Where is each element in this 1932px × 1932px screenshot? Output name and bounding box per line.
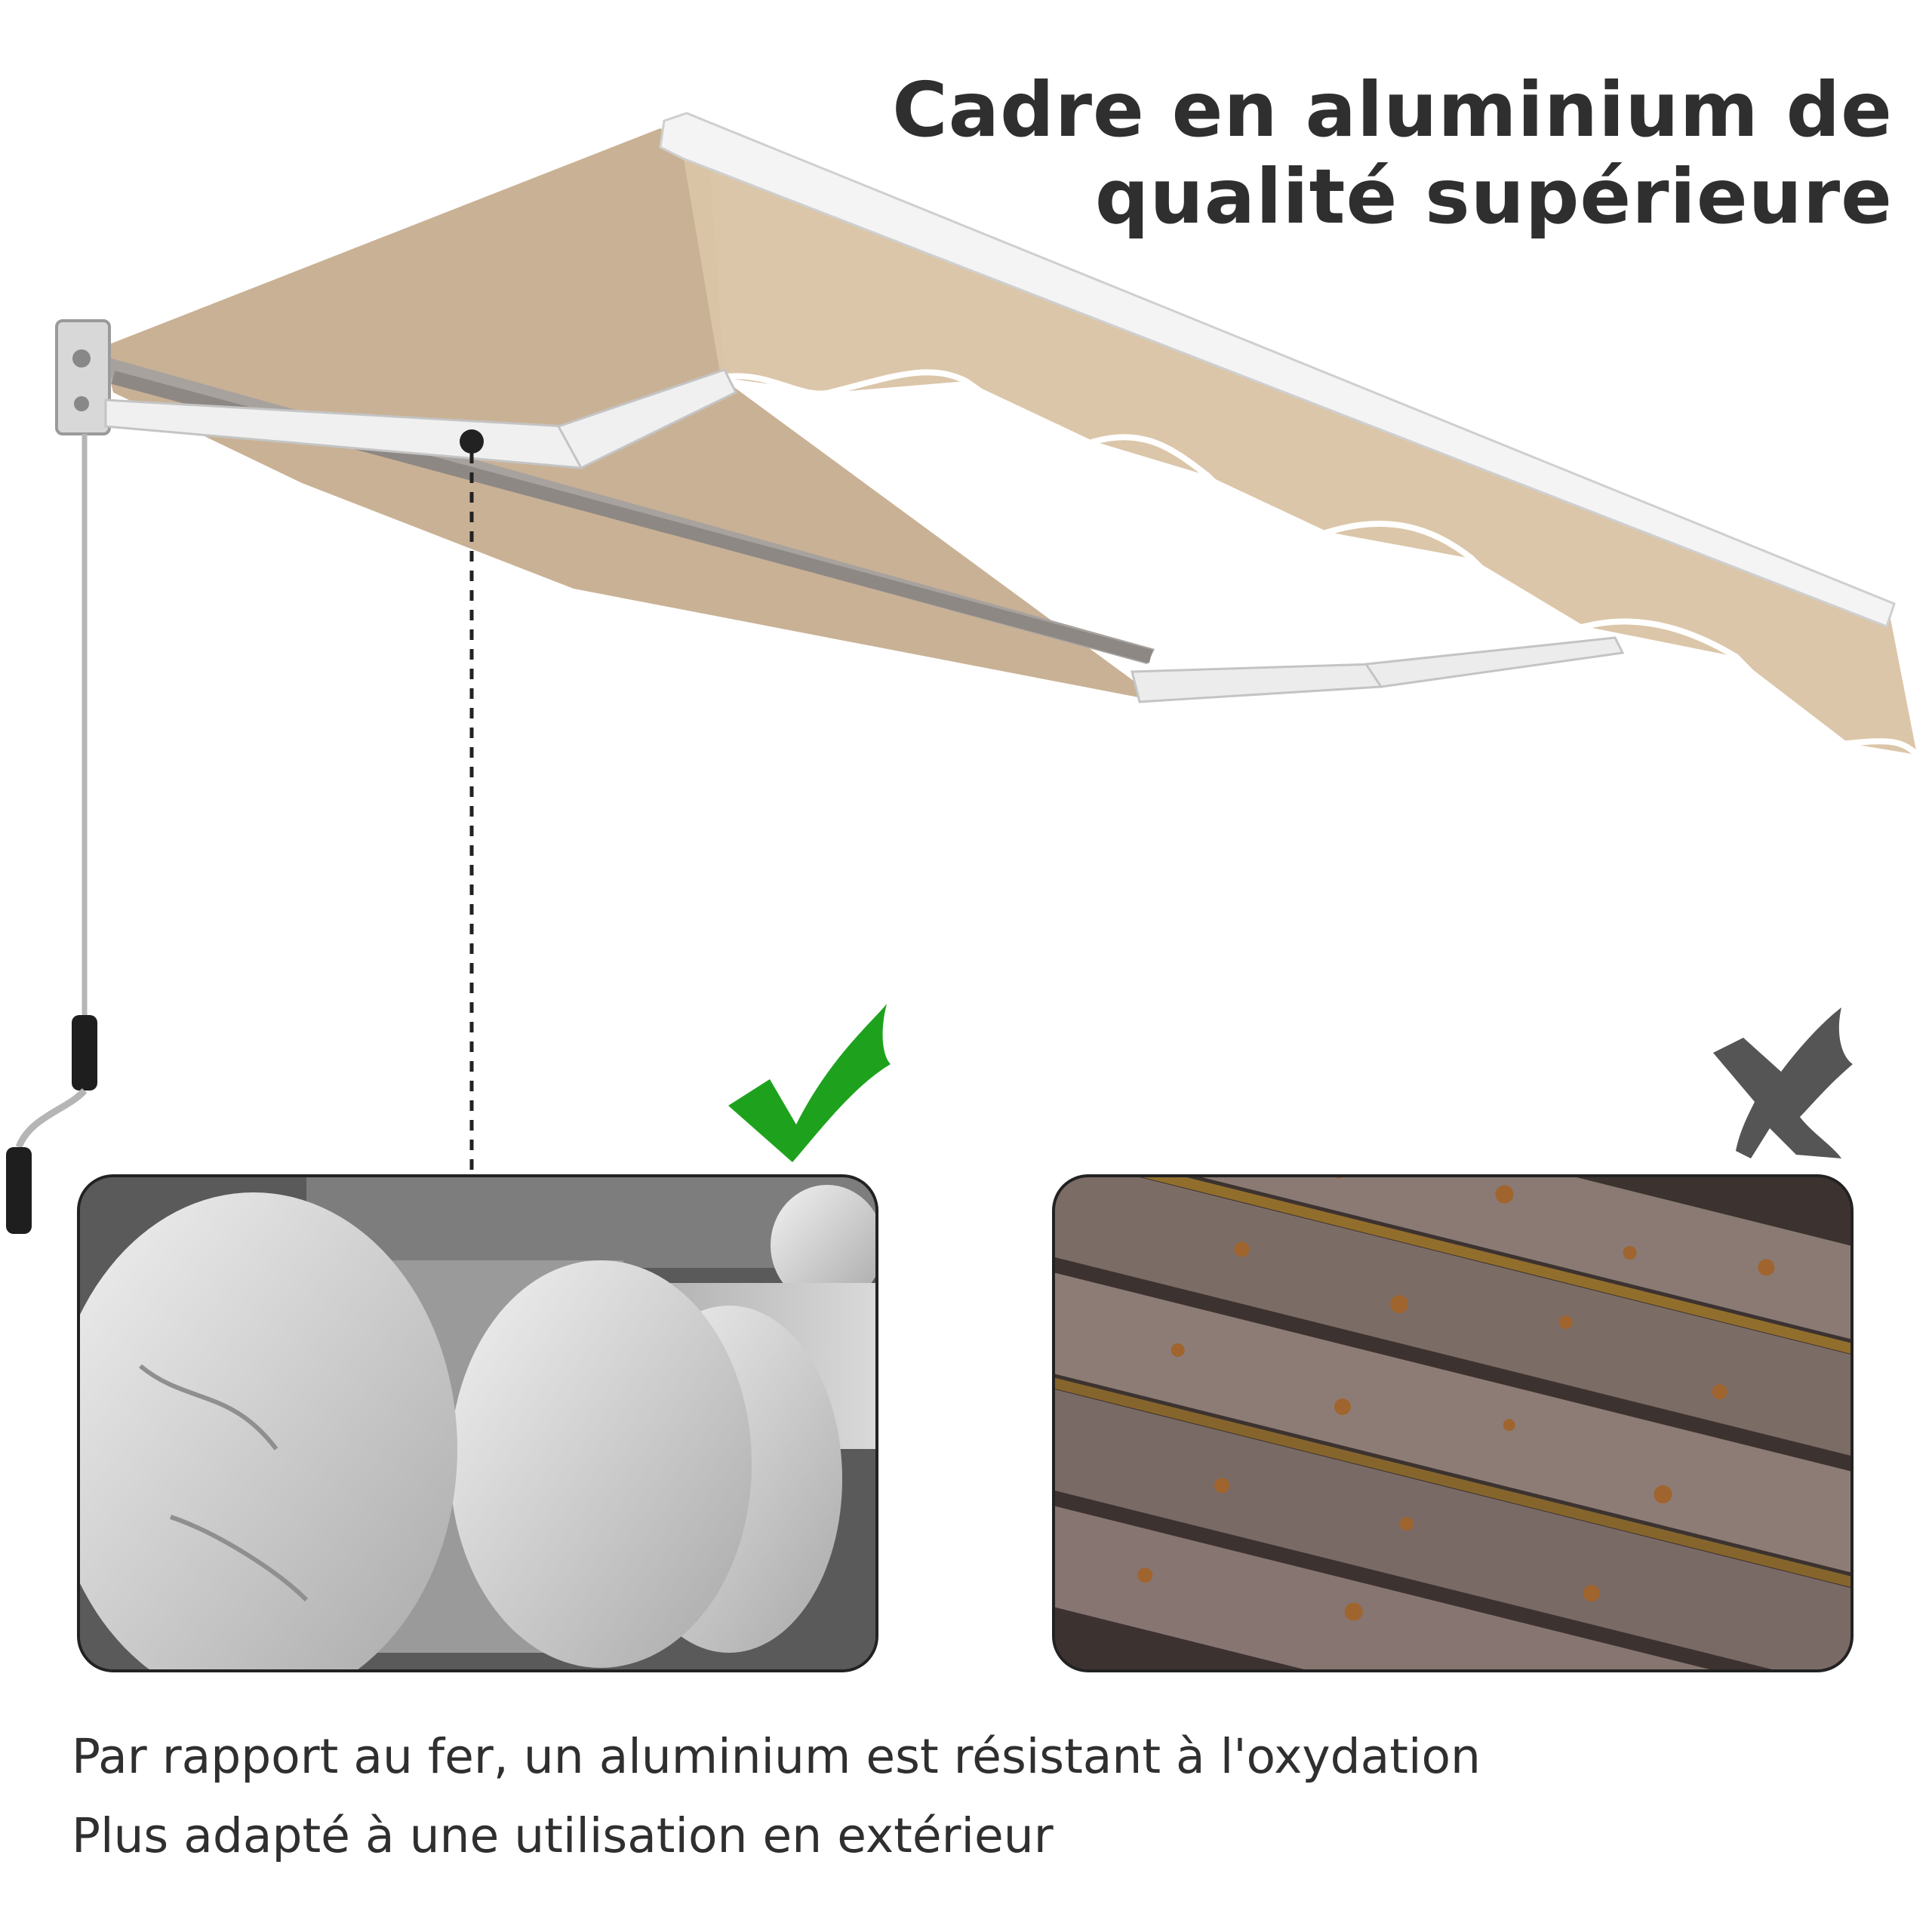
- aluminium-rods-photo: [77, 1174, 878, 1672]
- crank-handle: [6, 1147, 32, 1234]
- valance-wavy-edge: [720, 369, 1919, 757]
- folding-arm-right-upper: [1364, 636, 1625, 688]
- retractable-awning-illustration: [6, 112, 1919, 1234]
- crank-bend: [15, 1088, 88, 1149]
- heading-line-1: Cadre en aluminium de: [892, 66, 1893, 154]
- folding-arm-left-upper: [556, 368, 738, 469]
- wall-bracket: [55, 319, 111, 435]
- bracket-bolt: [72, 349, 91, 368]
- caption-line-1: Par rapport au fer, un aluminium est rés…: [72, 1729, 1481, 1784]
- rusty-iron-rods-illustration: [1055, 1177, 1850, 1669]
- comparison-caption: Par rapport au fer, un aluminium est rés…: [72, 1717, 1807, 1875]
- rusty-iron-rods-photo: [1052, 1174, 1854, 1672]
- caption-line-2: Plus adapté à une utilisation en extérie…: [72, 1808, 1054, 1863]
- folding-arm-right: [1131, 663, 1383, 703]
- bracket-bolt: [74, 396, 89, 411]
- feature-heading: Cadre en aluminium de qualité supérieure: [610, 66, 1893, 240]
- aluminium-rods-illustration: [80, 1177, 875, 1669]
- cross-icon: [1713, 1008, 1853, 1158]
- check-icon: [728, 1004, 891, 1162]
- front-bar: [659, 112, 1896, 628]
- heading-line-2: qualité supérieure: [1094, 152, 1893, 241]
- detail-indicator-dot: [460, 429, 484, 454]
- awning-valance: [709, 158, 1917, 755]
- crank-grip: [72, 1015, 97, 1091]
